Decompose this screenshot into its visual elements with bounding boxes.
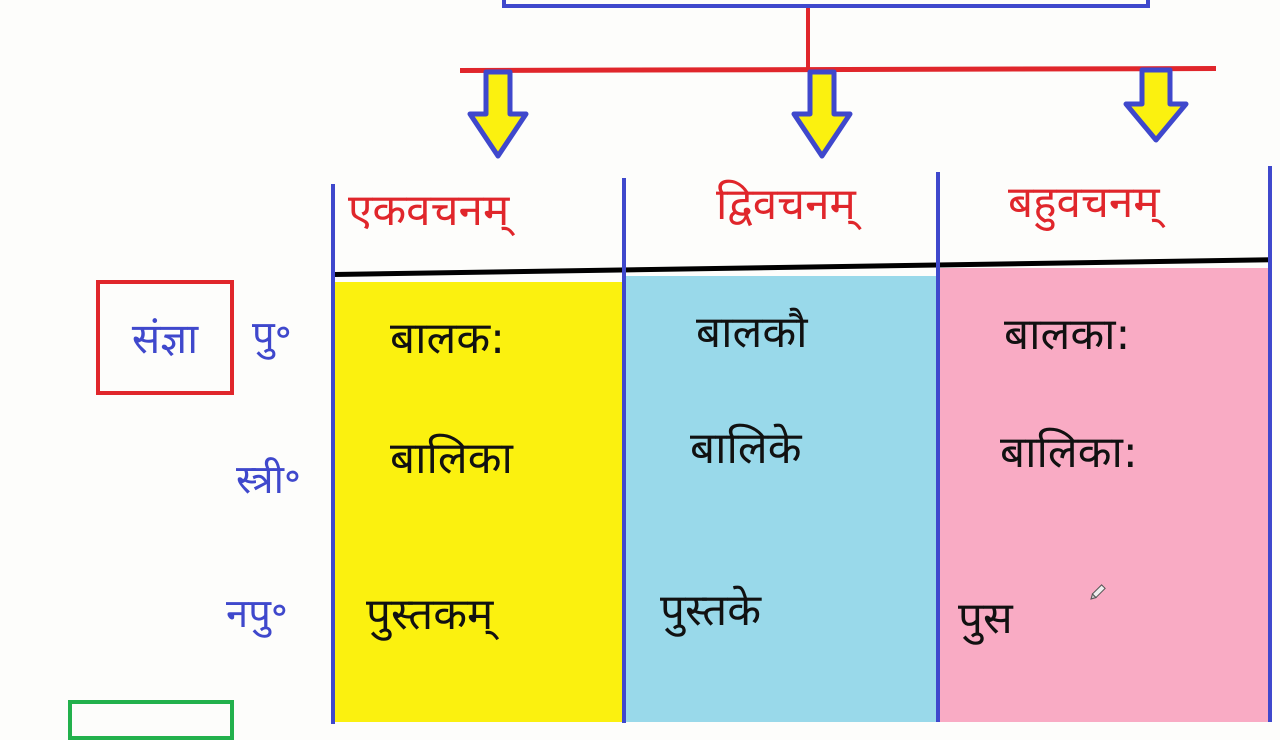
- category-label: संज्ञा: [131, 314, 199, 363]
- gender-label-neuter: नपु॰: [226, 591, 288, 637]
- cell-text: बालका:: [1004, 309, 1131, 360]
- cell-text: बालिके: [690, 423, 802, 474]
- cell-text: पुस: [958, 593, 1013, 644]
- down-arrow-icon: [1123, 67, 1189, 144]
- header-ekavachanam: एकवचनम्: [348, 185, 510, 236]
- cell-text: पुस्तके: [660, 585, 761, 636]
- column-ekavachan-cell: [334, 282, 624, 722]
- column-divider: [1268, 166, 1272, 722]
- cell-text: पुस्तकम्: [366, 589, 494, 640]
- header-bahuvachanam: बहुवचनम्: [1008, 177, 1160, 228]
- down-arrow-icon: [790, 69, 854, 160]
- category-box: संज्ञा: [96, 280, 234, 395]
- header-dvivachanam: द्विवचनम्: [716, 179, 856, 230]
- gender-label-feminine: स्त्री॰: [236, 457, 302, 503]
- connector-stem: [806, 8, 810, 70]
- down-arrow-icon: [466, 69, 530, 160]
- gender-label-masculine: पु॰: [252, 313, 292, 359]
- pencil-icon: [1088, 584, 1106, 602]
- cell-text: बालिका:: [1000, 427, 1138, 478]
- title-box: [502, 0, 1150, 8]
- next-category-box: [68, 700, 234, 740]
- cell-text: बालकौ: [696, 307, 808, 358]
- cell-text: बालक:: [390, 313, 505, 364]
- column-divider: [331, 184, 335, 724]
- column-dvivachan-cell: [624, 276, 938, 722]
- column-bahuvachan-cell: [938, 268, 1270, 722]
- cell-text: बालिका: [390, 433, 513, 484]
- column-divider: [936, 172, 940, 722]
- column-divider: [622, 178, 626, 723]
